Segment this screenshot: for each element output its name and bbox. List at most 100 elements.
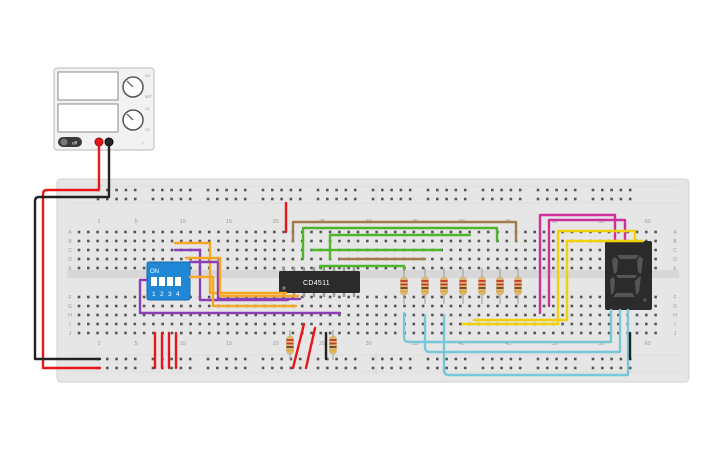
hole xyxy=(289,197,293,201)
hole xyxy=(151,188,155,192)
hole xyxy=(124,357,128,361)
hole xyxy=(356,295,360,299)
resistor-band xyxy=(329,342,337,345)
hole xyxy=(384,313,388,317)
dip-switch[interactable]: ON 1 2 3 4 xyxy=(146,261,191,301)
hole xyxy=(152,230,155,234)
hole xyxy=(481,366,485,370)
hole xyxy=(96,248,99,252)
hole xyxy=(77,295,81,299)
voltage-display xyxy=(57,71,119,101)
hole xyxy=(500,197,503,201)
hole xyxy=(226,322,230,326)
dip-toggle-2[interactable] xyxy=(159,277,165,286)
hole xyxy=(561,295,564,299)
hole xyxy=(505,239,509,243)
resistors xyxy=(286,268,522,360)
hole xyxy=(151,357,155,361)
hole xyxy=(87,266,90,270)
hole xyxy=(263,313,267,317)
hole xyxy=(412,313,416,317)
hole xyxy=(300,304,304,308)
hole xyxy=(243,197,247,201)
hole xyxy=(180,230,183,234)
hole xyxy=(524,239,527,243)
hole xyxy=(375,295,378,299)
hole xyxy=(87,230,90,234)
wire xyxy=(138,278,342,315)
dip-toggle-1[interactable] xyxy=(151,277,157,286)
hole xyxy=(114,304,118,308)
dip-toggle-3[interactable] xyxy=(167,277,173,286)
column-number-bottom: 55 xyxy=(598,341,604,347)
hole xyxy=(347,304,350,308)
hole xyxy=(338,266,341,270)
row-letter-right: D xyxy=(673,257,677,263)
dip-toggle-4[interactable] xyxy=(175,277,181,286)
row-letter-left: F xyxy=(68,295,71,301)
hole xyxy=(570,248,574,252)
hole xyxy=(133,313,137,317)
hole xyxy=(263,230,267,234)
hole xyxy=(518,197,522,201)
hole xyxy=(124,230,127,234)
hole xyxy=(206,197,210,201)
hole xyxy=(477,331,481,335)
column-number-bottom: 60 xyxy=(645,341,651,347)
hole xyxy=(235,257,239,261)
hole xyxy=(628,188,632,192)
hole xyxy=(552,239,555,243)
hole xyxy=(152,313,155,317)
hole xyxy=(431,257,434,261)
hole xyxy=(561,266,564,270)
hole xyxy=(589,313,592,317)
hole xyxy=(570,331,574,335)
hole xyxy=(96,257,99,261)
hole xyxy=(477,295,481,299)
power-supply[interactable]: CH SET CC CV off ⚡ xyxy=(53,67,155,151)
hole xyxy=(87,313,90,317)
resistor-band xyxy=(514,283,522,286)
resistor-band xyxy=(514,290,522,293)
hole xyxy=(589,304,592,308)
hole xyxy=(654,331,657,335)
hole xyxy=(105,257,109,261)
hole xyxy=(496,313,499,317)
hole xyxy=(505,248,509,252)
row-letter-left: E xyxy=(68,266,72,272)
hole xyxy=(105,322,109,326)
hole xyxy=(310,295,313,299)
ic-pin-top xyxy=(342,267,346,271)
wire xyxy=(538,213,617,315)
ic-chip[interactable]: CD4511 xyxy=(279,267,360,297)
hole xyxy=(319,313,323,317)
hole xyxy=(601,188,604,192)
resistor-band xyxy=(478,287,486,289)
seven-segment-display[interactable] xyxy=(605,241,652,310)
resistor-band xyxy=(459,287,467,289)
hole xyxy=(328,322,332,326)
hole xyxy=(393,331,397,335)
hole xyxy=(300,313,304,317)
hole xyxy=(533,331,536,335)
hole xyxy=(271,366,274,370)
hole xyxy=(316,366,320,370)
hole xyxy=(654,304,657,308)
hole xyxy=(105,230,109,234)
knob1-label-top: CH xyxy=(145,74,151,78)
hole xyxy=(440,239,443,243)
hole xyxy=(289,188,293,192)
resistor-band xyxy=(478,280,486,282)
hole xyxy=(628,197,632,201)
hole xyxy=(235,322,239,326)
hole xyxy=(412,295,416,299)
hole xyxy=(375,304,378,308)
hole xyxy=(115,188,118,192)
column-number-top: 1 xyxy=(97,219,100,225)
hole xyxy=(654,295,657,299)
hole xyxy=(188,366,192,370)
hole xyxy=(180,304,183,308)
